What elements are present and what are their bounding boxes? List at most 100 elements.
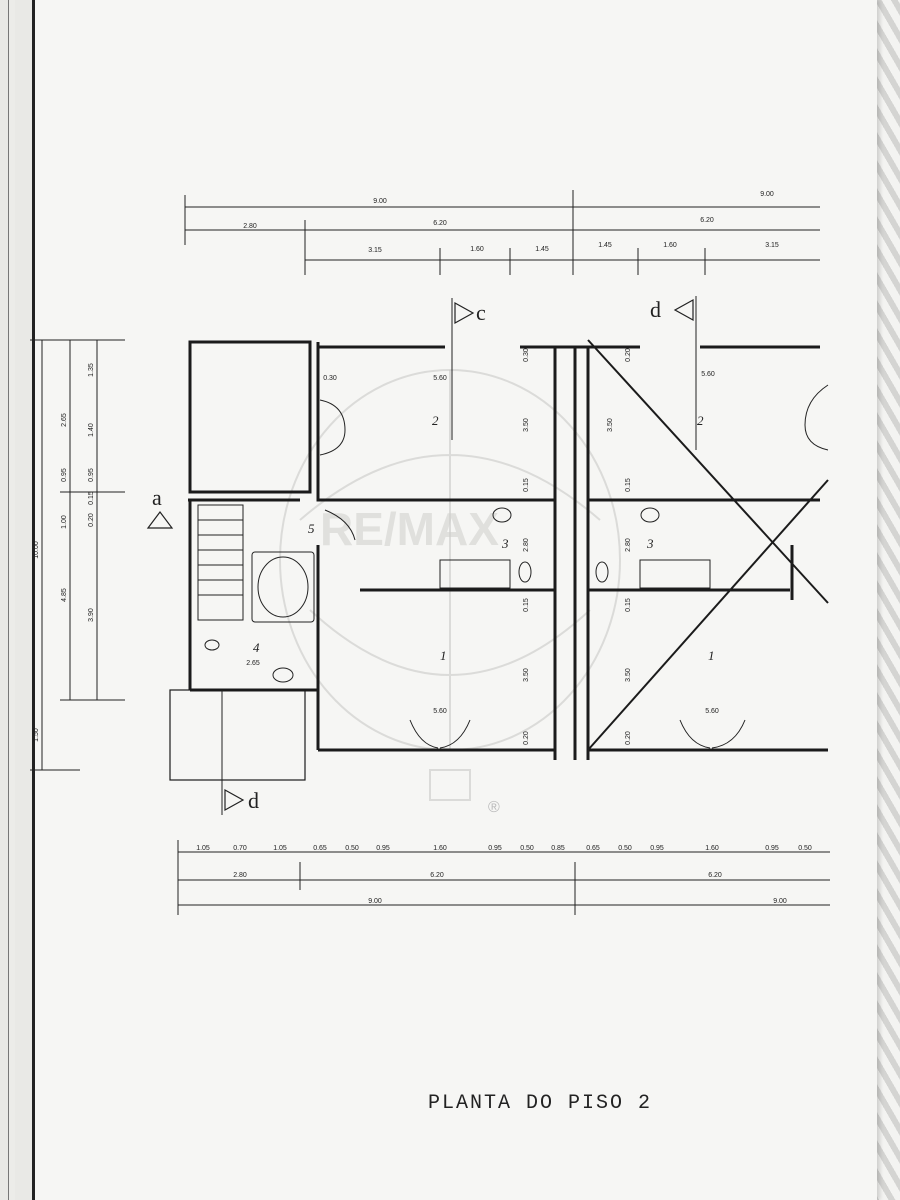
toilet-icon: [518, 561, 532, 583]
toilet-icon-2: [595, 561, 609, 583]
section-c-triangle-icon: [454, 301, 475, 325]
svg-text:0.50: 0.50: [345, 845, 359, 852]
dim-top-2-3: 6.20: [700, 217, 714, 224]
svg-text:0.15: 0.15: [625, 598, 632, 612]
svg-text:3.50: 3.50: [523, 668, 530, 682]
dim-top-3-3: 1.45: [535, 246, 549, 253]
room-4: 4: [253, 640, 260, 655]
left-dimensions: 10.00 1.50 4.85 2.65 0.95 1.00 3.90 1.35…: [33, 363, 95, 742]
svg-text:1.40: 1.40: [88, 423, 95, 437]
svg-text:0.65: 0.65: [313, 845, 327, 852]
svg-text:0.95: 0.95: [61, 468, 68, 482]
room-3-left: 3: [501, 536, 509, 551]
svg-text:0.30: 0.30: [323, 375, 337, 382]
svg-text:1.00: 1.00: [61, 515, 68, 529]
svg-text:0.20: 0.20: [88, 513, 95, 527]
svg-text:4.85: 4.85: [61, 588, 68, 602]
section-d-triangle-icon-top: [673, 298, 694, 322]
svg-text:0.20: 0.20: [523, 731, 530, 745]
sink-icon-2: [640, 507, 660, 523]
drawing-title: PLANTA DO PISO 2: [428, 1092, 653, 1115]
room-2-left: 2: [432, 413, 439, 428]
svg-text:1.60: 1.60: [433, 845, 447, 852]
fixtures: [197, 384, 829, 749]
section-c-label: c: [476, 300, 486, 325]
svg-text:2.80: 2.80: [523, 538, 530, 552]
bathtub-icon: [257, 556, 309, 618]
svg-text:0.95: 0.95: [488, 845, 502, 852]
svg-text:3.50: 3.50: [523, 418, 530, 432]
staircase-icon: [197, 504, 244, 621]
dim-top-3-4: 1.45: [598, 242, 612, 249]
svg-text:10.00: 10.00: [33, 541, 40, 559]
door-swing-icon-2: [324, 509, 356, 541]
dim-top-3-6: 3.15: [765, 242, 779, 249]
svg-text:5.60: 5.60: [433, 375, 447, 382]
svg-text:3.50: 3.50: [625, 668, 632, 682]
svg-text:1.50: 1.50: [33, 728, 40, 742]
section-d-label-top: d: [650, 297, 661, 322]
svg-text:0.95: 0.95: [376, 845, 390, 852]
watermark-text: RE/MAX: [320, 503, 499, 555]
room-numbers: 1 1 2 2 3 3 4 5: [253, 413, 715, 663]
interior-dimensions: 5.60 5.60 0.30 3.50 0.15 2.80 0.15 3.50 …: [246, 348, 719, 745]
section-a-label: a: [152, 485, 162, 510]
section-a-triangle-icon: [146, 511, 174, 529]
svg-text:0.95: 0.95: [88, 468, 95, 482]
svg-text:2.80: 2.80: [625, 538, 632, 552]
room-3-right: 3: [646, 536, 654, 551]
underlying-sheet-edge: [8, 0, 15, 1200]
svg-text:0.15: 0.15: [88, 491, 95, 505]
svg-text:5.60: 5.60: [701, 371, 715, 378]
dim-top-3-5: 1.60: [663, 242, 677, 249]
sink-icon: [492, 507, 512, 523]
svg-text:5.60: 5.60: [705, 708, 719, 715]
door-swing-icon: [319, 399, 346, 456]
svg-text:0.20: 0.20: [625, 348, 632, 362]
bathtub-icon-2: [439, 559, 511, 589]
door-swing-icon-3: [804, 384, 829, 451]
svg-text:0.65: 0.65: [586, 845, 600, 852]
svg-text:1.05: 1.05: [273, 845, 287, 852]
svg-text:5.60: 5.60: [433, 708, 447, 715]
room-1-right: 1: [708, 648, 715, 663]
watermark-reg-mark: ®: [488, 799, 500, 816]
walls: [169, 339, 829, 781]
window-door-icon: [409, 719, 471, 749]
svg-text:1.05: 1.05: [196, 845, 210, 852]
bathtub-icon-3: [639, 559, 711, 589]
svg-text:1.35: 1.35: [88, 363, 95, 377]
svg-text:0.30: 0.30: [523, 348, 530, 362]
svg-text:2.80: 2.80: [233, 872, 247, 879]
svg-text:0.50: 0.50: [520, 845, 534, 852]
svg-text:2.65: 2.65: [246, 660, 260, 667]
svg-text:0.85: 0.85: [551, 845, 565, 852]
svg-text:9.00: 9.00: [773, 898, 787, 905]
dim-top-3-2: 1.60: [470, 246, 484, 253]
dimension-lines: [30, 190, 830, 915]
section-markers: a c d d: [146, 296, 697, 815]
svg-text:6.20: 6.20: [430, 872, 444, 879]
room-1-left: 1: [440, 648, 447, 663]
dim-top-total-left: 9.00: [373, 198, 387, 205]
dim-top-3-1: 3.15: [368, 247, 382, 254]
svg-text:0.15: 0.15: [523, 598, 530, 612]
svg-text:0.15: 0.15: [625, 478, 632, 492]
svg-text:0.70: 0.70: [233, 845, 247, 852]
room-5: 5: [308, 521, 315, 536]
section-d-triangle-icon-bottom: [224, 788, 245, 812]
bottom-dimensions: 1.05 0.70 1.05 0.65 0.50 0.95 1.60 0.95 …: [196, 845, 812, 905]
svg-text:0.95: 0.95: [765, 845, 779, 852]
section-d-label-bottom: d: [248, 788, 259, 813]
svg-text:0.15: 0.15: [523, 478, 530, 492]
dim-top-2-1: 2.80: [243, 223, 257, 230]
svg-text:9.00: 9.00: [368, 898, 382, 905]
bidet-icon: [204, 639, 220, 651]
room-2-right: 2: [697, 413, 704, 428]
dim-top-2-2: 6.20: [433, 220, 447, 227]
svg-text:2.65: 2.65: [61, 413, 68, 427]
dim-top-total-right: 9.00: [760, 191, 774, 198]
svg-text:0.95: 0.95: [650, 845, 664, 852]
window-door-icon-2: [679, 719, 746, 749]
